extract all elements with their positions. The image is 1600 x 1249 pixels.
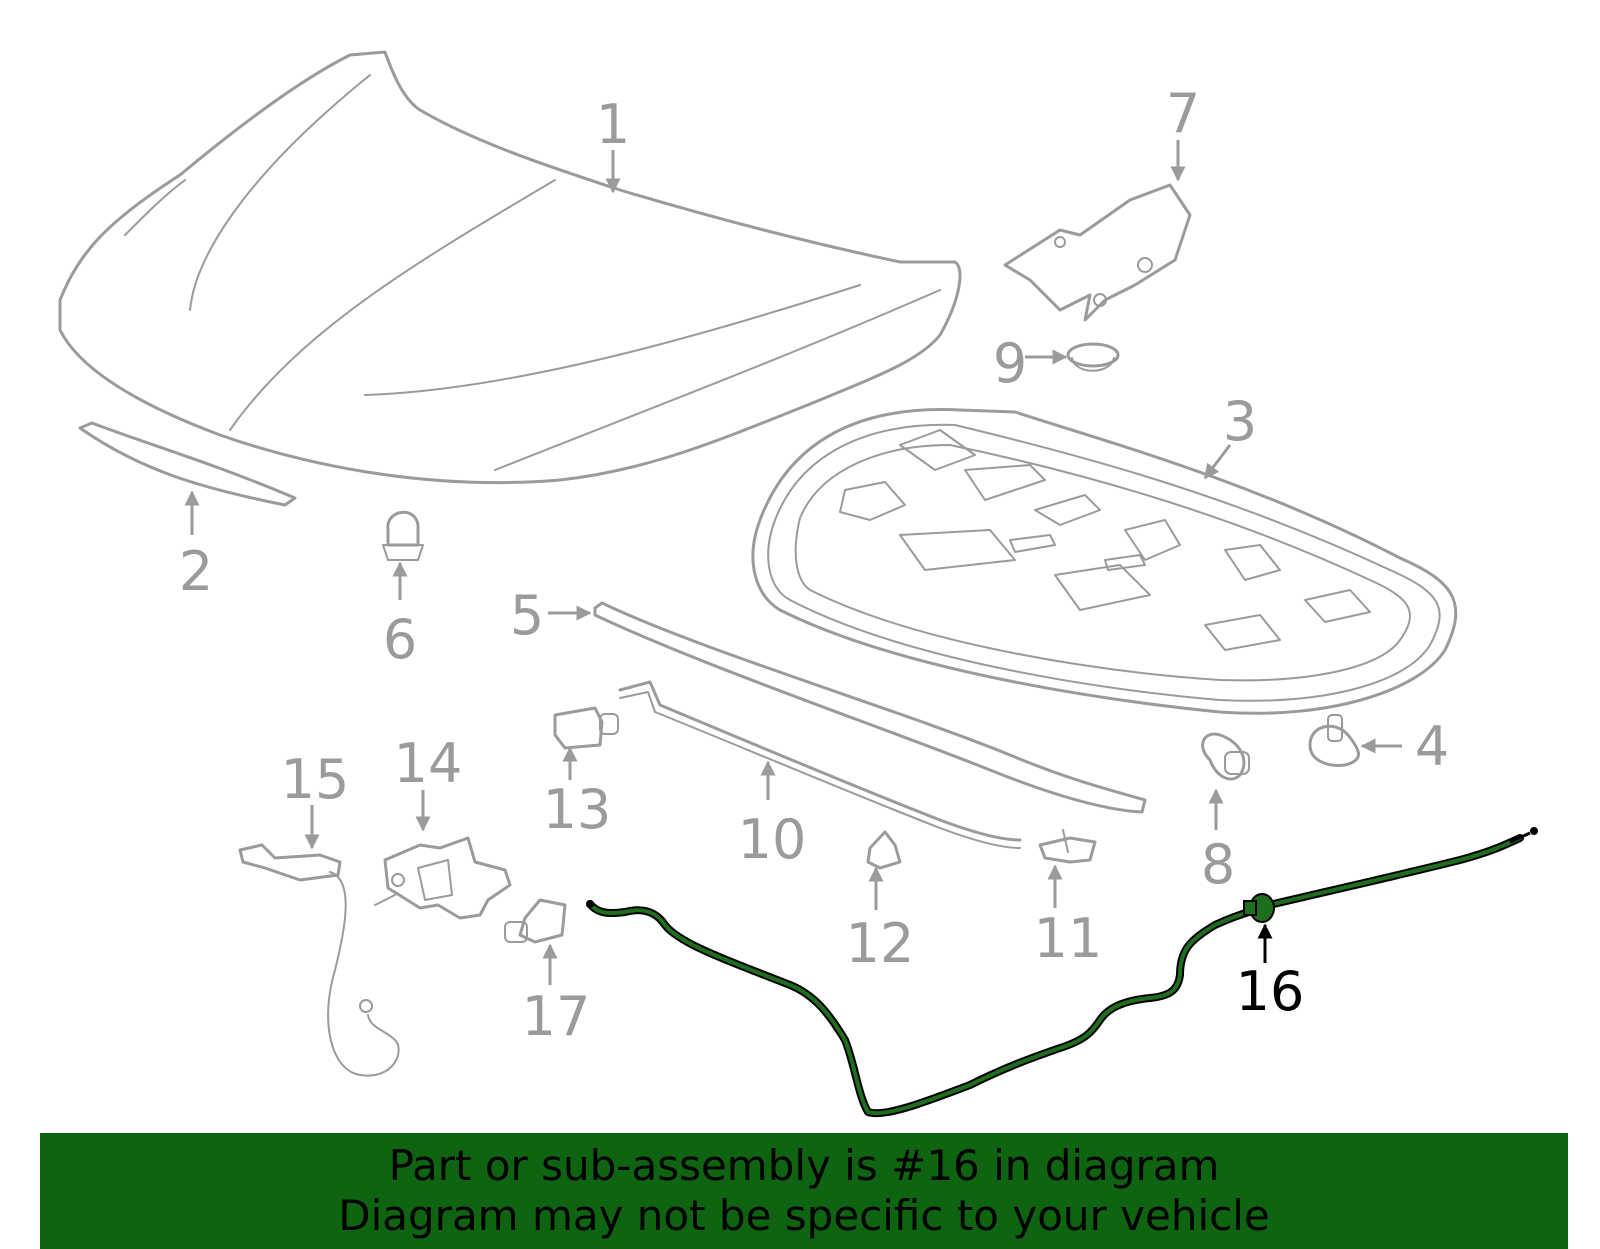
hood-latch-part <box>374 836 512 920</box>
callout-6: 6 <box>383 608 417 671</box>
callout-10: 10 <box>738 808 807 871</box>
hood-front-seal-part <box>78 421 297 507</box>
callout-16: 16 <box>1236 960 1305 1023</box>
prop-rod-part <box>618 680 1022 849</box>
callout-3: 3 <box>1223 390 1257 453</box>
banner-line-2: Diagram may not be specific to your vehi… <box>338 1191 1270 1240</box>
callout-labels: 1 2 3 4 5 6 7 8 9 10 11 12 13 14 15 16 1… <box>179 82 1449 1048</box>
leader-arrows <box>184 140 1402 985</box>
callout-14: 14 <box>394 732 463 795</box>
callout-4: 4 <box>1415 715 1449 778</box>
callout-15: 15 <box>281 748 350 811</box>
callout-12: 12 <box>846 912 915 975</box>
hood-part <box>58 50 962 485</box>
rod-holder-part <box>1038 829 1097 864</box>
rod-grommet-part <box>553 706 619 750</box>
callout-17: 17 <box>522 985 591 1048</box>
rubber-bumper-part <box>504 898 567 944</box>
bumper-stop-part <box>382 510 424 561</box>
push-clip-part <box>1308 714 1360 767</box>
callout-1: 1 <box>596 93 630 156</box>
rod-clip-part <box>866 830 902 870</box>
callout-13: 13 <box>543 778 612 841</box>
info-banner: Part or sub-assembly is #16 in diagram D… <box>40 1133 1568 1249</box>
grommet-part <box>1201 732 1250 781</box>
callout-7: 7 <box>1166 82 1200 145</box>
callout-5: 5 <box>510 584 544 647</box>
hood-release-cable-part <box>586 827 1538 1118</box>
callout-2: 2 <box>179 540 213 603</box>
callout-9: 9 <box>993 332 1027 395</box>
banner-line-1: Part or sub-assembly is #16 in diagram <box>388 1141 1220 1190</box>
callout-11: 11 <box>1034 907 1103 970</box>
cap-part <box>1066 342 1120 372</box>
hood-insulator-part <box>751 408 1458 715</box>
hood-hinge-part <box>1003 183 1192 322</box>
weatherstrip-part <box>593 601 1147 814</box>
callout-8: 8 <box>1201 833 1235 896</box>
hood-switch-part <box>238 843 400 1077</box>
